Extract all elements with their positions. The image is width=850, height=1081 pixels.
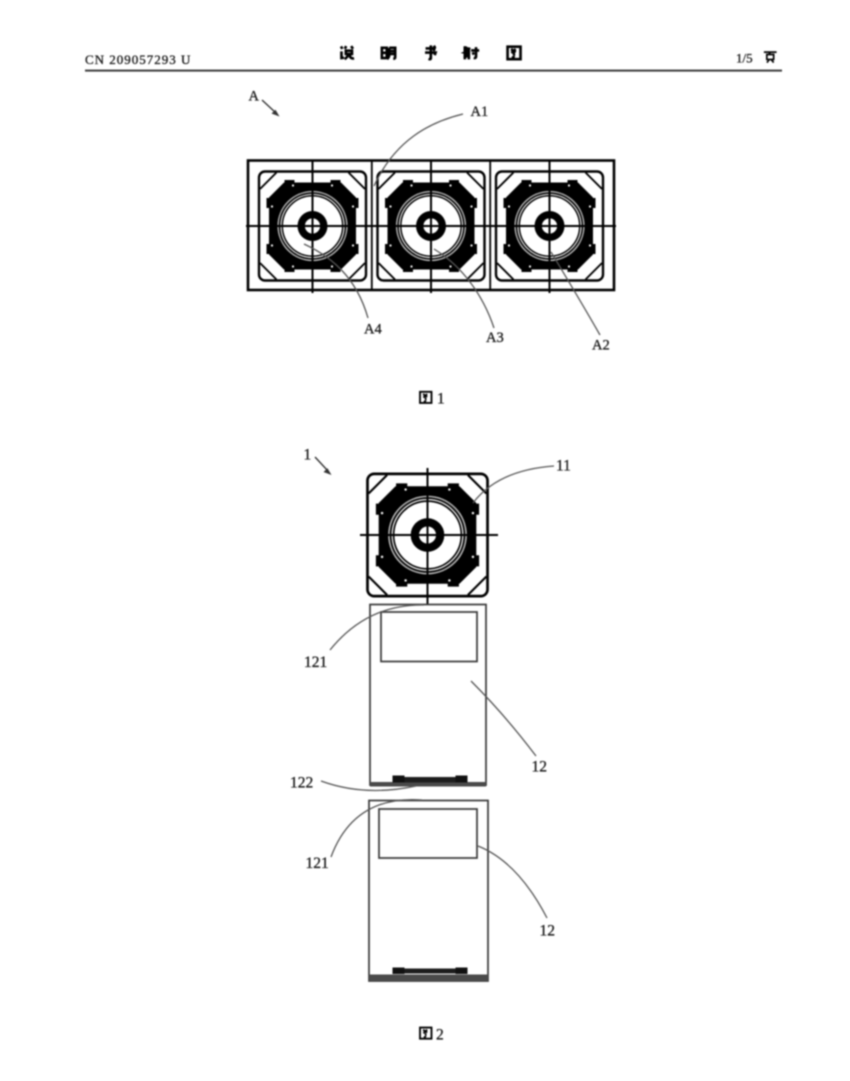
svg-text:1: 1 xyxy=(437,391,445,408)
svg-text:1: 1 xyxy=(304,447,312,464)
svg-text:121: 121 xyxy=(306,855,329,872)
svg-text:11: 11 xyxy=(556,458,571,475)
svg-text:1/5: 1/5 xyxy=(736,51,753,66)
svg-text:2: 2 xyxy=(436,1027,444,1044)
svg-text:CN 209057293 U: CN 209057293 U xyxy=(85,52,191,67)
svg-text:A1: A1 xyxy=(471,104,489,120)
svg-text:A3: A3 xyxy=(486,330,504,346)
svg-text:122: 122 xyxy=(290,775,313,792)
svg-text:12: 12 xyxy=(540,923,556,940)
svg-text:A: A xyxy=(249,89,260,105)
svg-text:121: 121 xyxy=(304,654,327,671)
svg-text:12: 12 xyxy=(532,759,548,776)
svg-text:A2: A2 xyxy=(592,338,610,354)
svg-text:A4: A4 xyxy=(364,322,382,338)
